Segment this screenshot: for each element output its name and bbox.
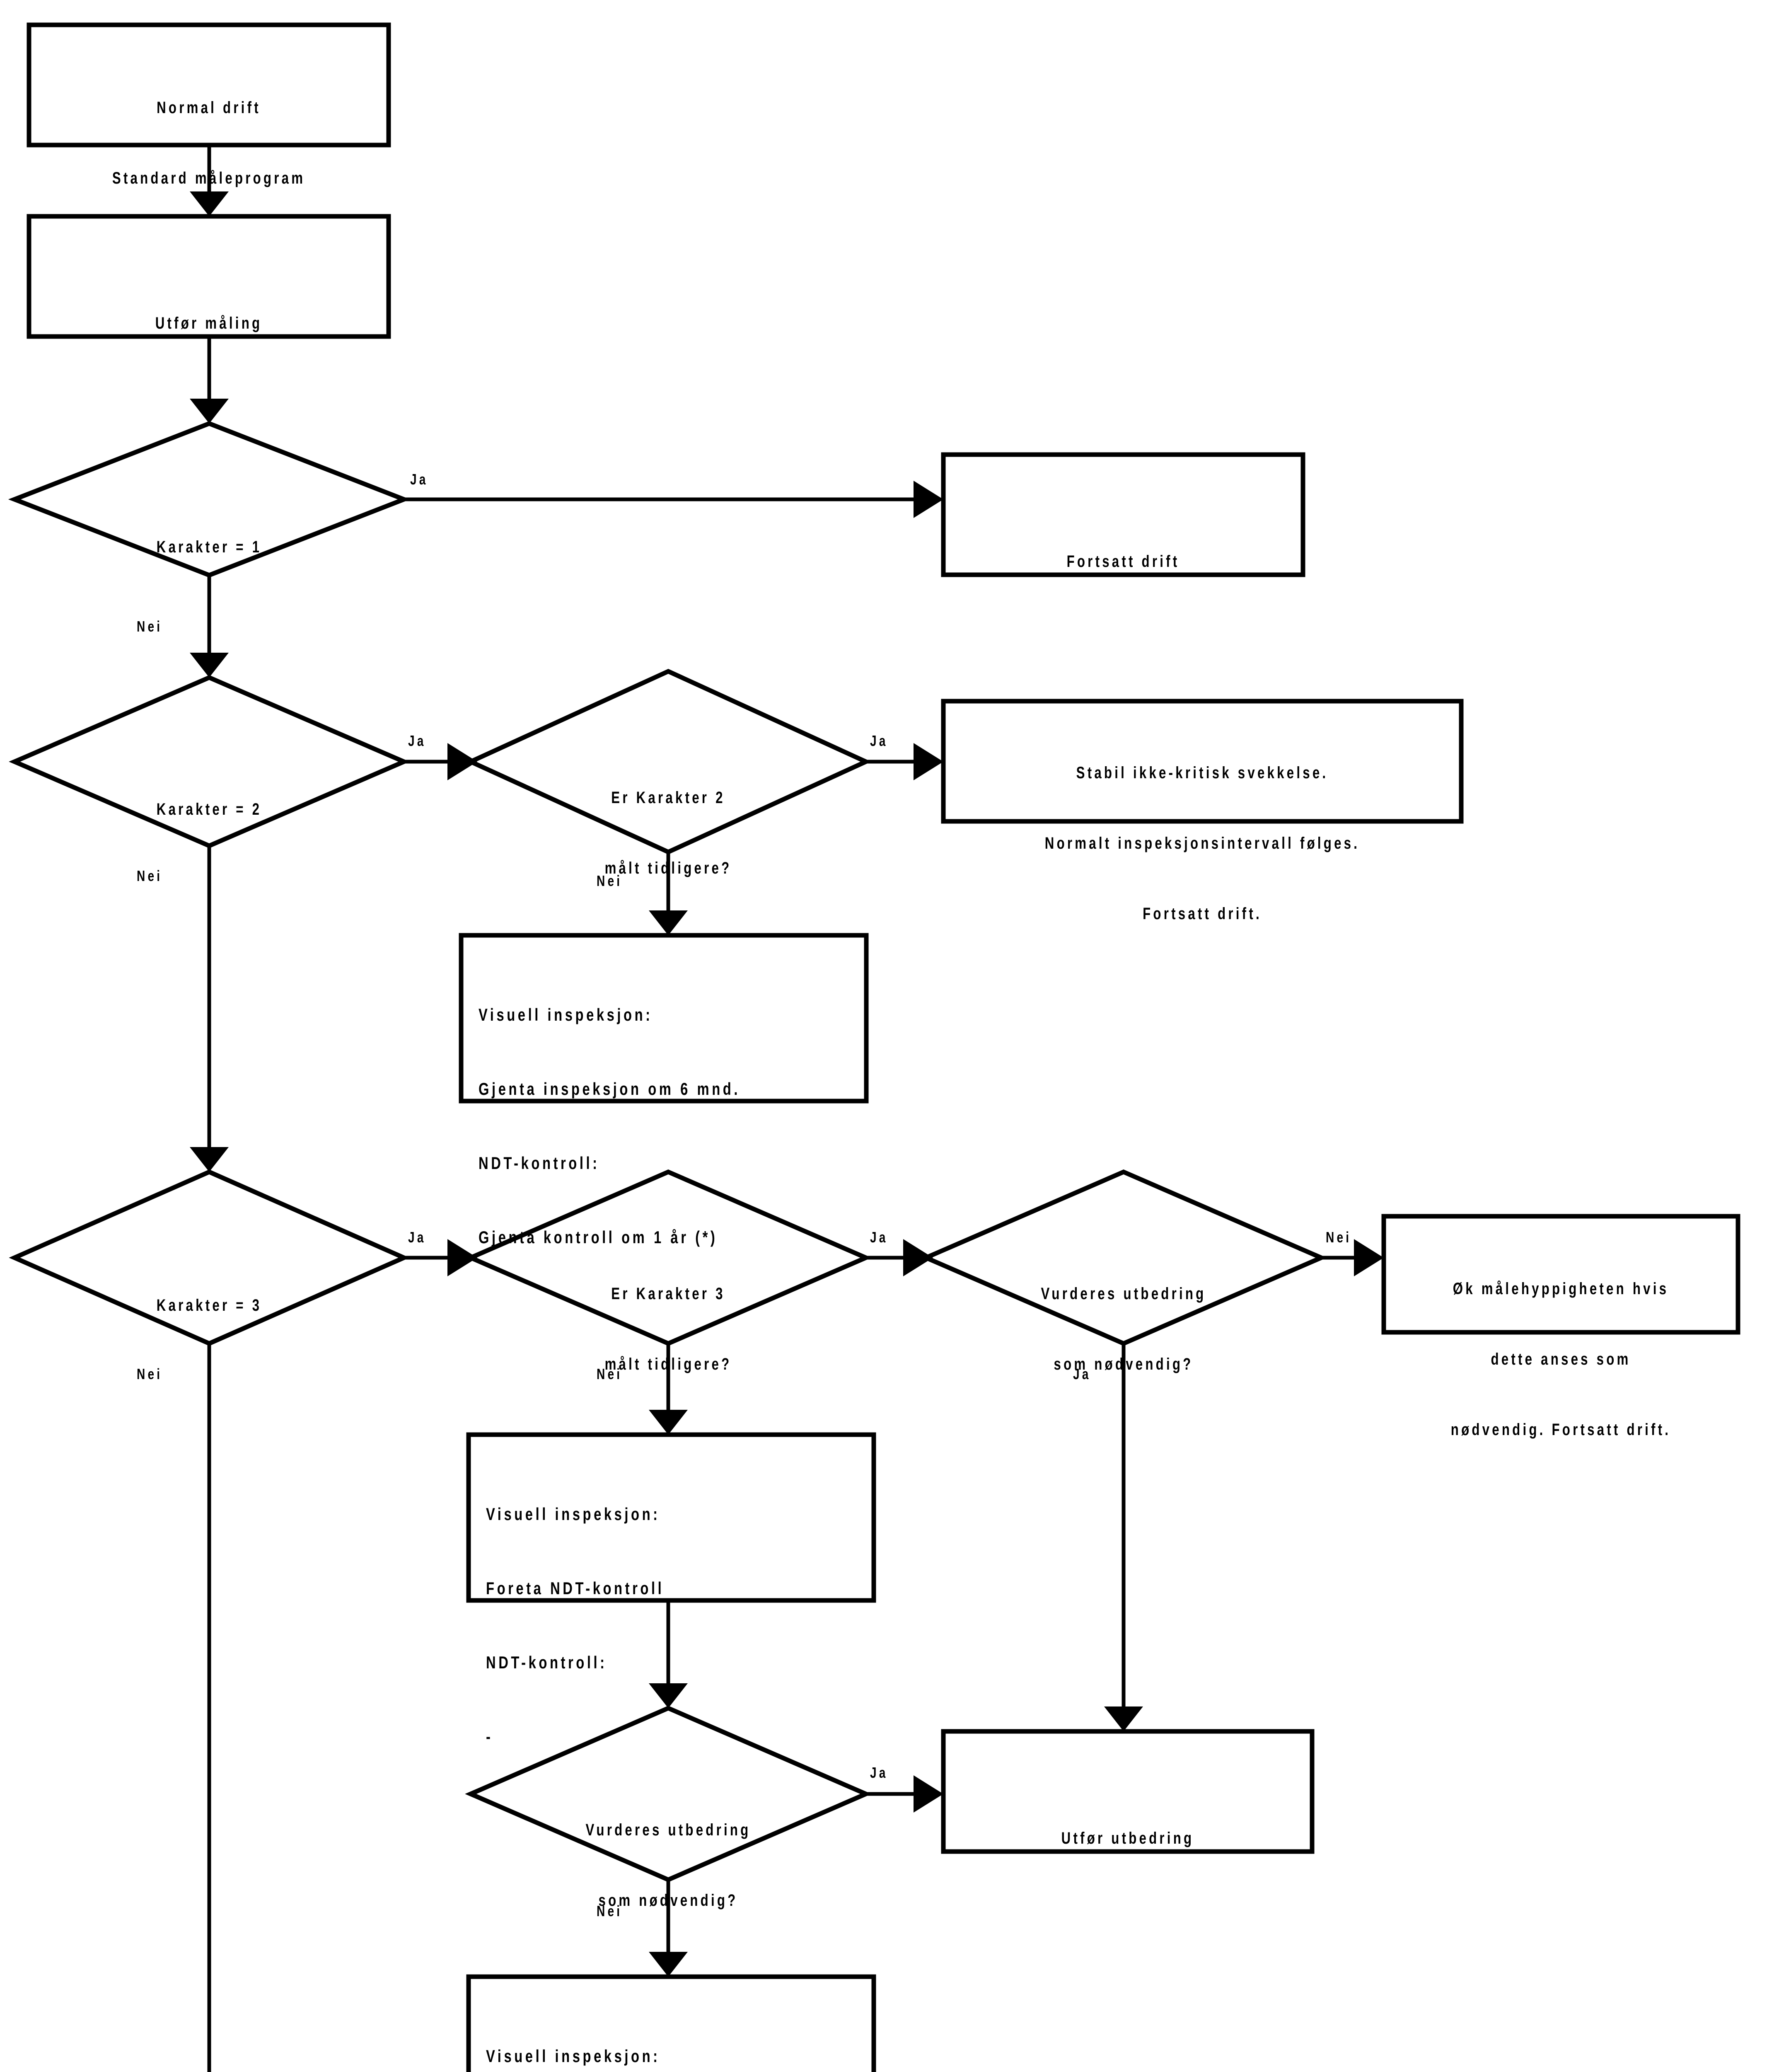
arrow-head-icon: [914, 1775, 943, 1813]
node-karakter2-label: Karakter = 2: [96, 750, 322, 868]
ok-line3: nødvendig. Fortsatt drift.: [1450, 1421, 1671, 1439]
node-er-karakter2-label: Er Karakter 2 målt tidligere?: [539, 739, 798, 927]
node-stabil-svekkelse[interactable]: [941, 699, 1464, 824]
visuell3-line2: Foreta NDT-kontroll: [486, 1578, 665, 1598]
edge-label-vurderes2-nei: Nei: [597, 1903, 623, 1920]
edge-label-er-karakter2-nei: Nei: [597, 872, 623, 889]
visuell3-line1: Visuell inspeksjon:: [486, 1504, 660, 1524]
node-visuell-inspeksjon-2[interactable]: [459, 933, 869, 1104]
node-ok-malehyppighet-label: Øk målehyppigheten hvis dette anses som …: [1423, 1230, 1699, 1489]
node-normaldrift-line1: Normal drift: [157, 98, 261, 117]
node-stabil-svekkelse-label: Stabil ikke-kritisk svekkelse. Normalt i…: [1001, 714, 1404, 973]
visuell3-line4: -: [486, 1726, 493, 1746]
node-karakter1-label: Karakter = 1: [96, 488, 322, 606]
node-utfor-utbedring-label: Utfør utbedring: [984, 1779, 1271, 1897]
node-normaldrift-label: Normal drift Standard måleprogram: [68, 49, 349, 237]
node-er-karakter3-label: Er Karakter 3 målt tidligere?: [539, 1235, 798, 1423]
edge-label-er-karakter3-ja: Ja: [870, 1229, 888, 1246]
arrow-head-icon: [447, 1239, 477, 1276]
arrow-head-icon: [914, 743, 943, 780]
vurderes1-line2: som nødvendig?: [1054, 1355, 1194, 1373]
visuell2-line4: Gjenta kontroll om 1 år (*): [479, 1227, 718, 1247]
arrow-head-icon: [649, 1410, 688, 1435]
node-karakter2-line1: Karakter = 2: [156, 800, 262, 818]
edge-label-karakter1-ja: Ja: [410, 471, 428, 488]
node-normaldrift-line2: Standard måleprogram: [112, 169, 306, 187]
node-visuell-inspeksjon-3[interactable]: [466, 1432, 876, 1603]
arrow-head-icon: [190, 399, 229, 424]
edge-label-karakter1-nei: Nei: [137, 618, 163, 635]
node-fortsatt-drift[interactable]: [941, 452, 1305, 577]
node-ok-malehyppighet[interactable]: [1381, 1214, 1740, 1335]
arrow-head-icon: [190, 653, 229, 678]
node-utfor-utbedring[interactable]: [941, 1729, 1315, 1854]
edge-label-vurderes1-ja: Ja: [1073, 1365, 1091, 1382]
visuell4-line1: Visuell inspeksjon:: [486, 2046, 660, 2066]
node-karakter3-line1: Karakter = 3: [156, 1296, 262, 1314]
node-er-karakter2-line1: Er Karakter 2: [611, 788, 725, 807]
ok-line1: Øk målehyppigheten hvis: [1453, 1279, 1669, 1298]
edge-label-er-karakter2-ja: Ja: [870, 732, 888, 749]
visuell2-line1: Visuell inspeksjon:: [479, 1005, 653, 1025]
arrow-head-icon: [190, 1147, 229, 1172]
node-karakter1-line1: Karakter = 1: [156, 537, 262, 556]
node-visuell-inspeksjon-3-label: Visuell inspeksjon: Foreta NDT-kontroll …: [486, 1452, 809, 1798]
vurderes2-line2: som nødvendig?: [598, 1891, 738, 1910]
node-karakter3-label: Karakter = 3: [96, 1247, 322, 1364]
ok-line2: dette anses som: [1491, 1350, 1631, 1368]
node-visuell-inspeksjon-4[interactable]: [466, 1974, 876, 2072]
arrow-head-icon: [190, 191, 229, 216]
edge-label-karakter3-ja: Ja: [408, 1229, 426, 1246]
node-er-karakter2-line2: målt tidligere?: [604, 859, 732, 877]
arrow-head-icon: [649, 1683, 688, 1708]
edge-label-karakter2-nei: Nei: [137, 867, 163, 884]
utfor-utbedring-line1: Utfør utbedring: [1061, 1829, 1194, 1847]
arrow-head-icon: [649, 1952, 688, 1977]
edge-label-vurderes1-nei: Nei: [1326, 1229, 1352, 1246]
edge-label-karakter3-nei: Nei: [137, 1365, 163, 1382]
node-stabil-line2: Normalt inspeksjonsintervall følges.: [1044, 834, 1360, 852]
node-stabil-line1: Stabil ikke-kritisk svekkelse.: [1076, 763, 1329, 782]
edge-label-karakter2-ja: Ja: [408, 732, 426, 749]
footnote-text: (*) Gjelder bare for horisontalakslede t…: [1001, 2068, 1647, 2072]
node-visuell-inspeksjon-4-label: Visuell inspeksjon: Gjenta inspeksjon om…: [486, 1995, 809, 2072]
edge-label-vurderes2-ja: Ja: [870, 1764, 888, 1781]
node-normaldrift[interactable]: [27, 22, 391, 148]
vurderes1-line1: Vurderes utbedring: [1041, 1284, 1206, 1303]
node-utfor-maling[interactable]: [27, 214, 391, 339]
node-utfor-maling-label: Utfør måling: [68, 264, 349, 382]
visuell2-line3: NDT-kontroll:: [479, 1153, 600, 1173]
arrow-head-icon: [1104, 1706, 1143, 1731]
node-fortsatt-drift-line1: Fortsatt drift: [1066, 552, 1180, 571]
arrow-head-icon: [903, 1239, 933, 1276]
node-vurderes-utbedring-1-label: Vurderes utbedring som nødvendig?: [988, 1235, 1259, 1423]
node-vurderes-utbedring-2-label: Vurderes utbedring som nødvendig?: [532, 1771, 804, 1959]
edge-label-er-karakter3-nei: Nei: [597, 1365, 623, 1382]
arrow-head-icon: [649, 910, 688, 935]
node-fortsatt-drift-label: Fortsatt drift: [983, 503, 1263, 620]
arrow-head-icon: [447, 743, 477, 780]
node-stabil-line3: Fortsatt drift.: [1143, 905, 1262, 923]
visuell2-line2: Gjenta inspeksjon om 6 mnd.: [479, 1079, 740, 1099]
node-visuell-inspeksjon-2-label: Visuell inspeksjon: Gjenta inspeksjon om…: [479, 953, 802, 1299]
visuell3-line3: NDT-kontroll:: [486, 1653, 607, 1672]
arrow-head-icon: [914, 481, 943, 518]
node-utfor-maling-line1: Utfør måling: [155, 314, 263, 332]
node-er-karakter3-line2: målt tidligere?: [604, 1355, 732, 1373]
arrow-head-icon: [1354, 1239, 1384, 1276]
vurderes2-line1: Vurderes utbedring: [585, 1820, 751, 1839]
node-er-karakter3-line1: Er Karakter 3: [611, 1284, 725, 1303]
